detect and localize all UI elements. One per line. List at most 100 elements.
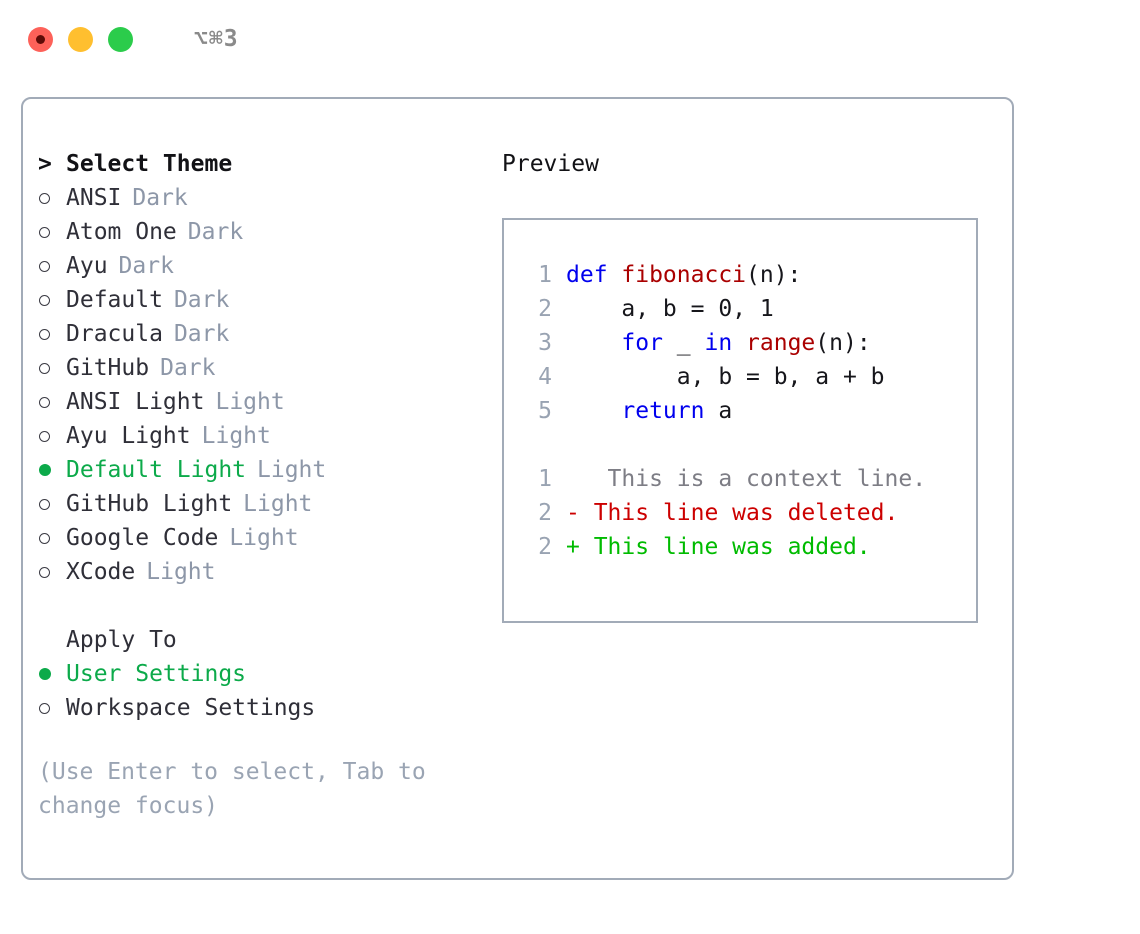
maximize-button[interactable] (108, 26, 133, 52)
diff-sample: 1 This is a context line. 2- This line wa… (518, 462, 976, 564)
radio-selected-icon[interactable] (38, 464, 66, 476)
radio-glyph (39, 702, 50, 714)
radio-unselected-icon[interactable] (38, 566, 66, 578)
code-token-plain: (n): (815, 330, 871, 356)
theme-option-label: Default (66, 287, 163, 313)
code-line-number: 1 (538, 262, 552, 288)
code-line: 3 for _ in range(n): (518, 326, 976, 360)
code-token-keyword: def (566, 262, 622, 288)
code-line-content: return a (566, 394, 732, 428)
code-token-keyword: return (621, 398, 705, 424)
code-line: 1 def fibonacci(n): (518, 258, 976, 292)
radio-unselected-icon[interactable] (38, 226, 66, 238)
theme-option-label: Ayu Light (66, 423, 191, 449)
preview-title: Preview (502, 151, 599, 177)
theme-option-label: XCode (66, 559, 136, 585)
code-token-plain: a, b = b, a + b (566, 364, 885, 390)
code-line-content: for _ in range(n): (566, 326, 871, 360)
radio-glyph (39, 226, 50, 238)
diff-line-deleted: 2- This line was deleted. (518, 496, 976, 530)
prompt-marker-icon: > (38, 151, 52, 177)
theme-option-ansi[interactable]: ANSI Dark (38, 181, 478, 215)
select-theme-heading: > Select Theme (38, 147, 478, 181)
radio-glyph (39, 566, 50, 578)
code-line: 4 a, b = b, a + b (518, 360, 976, 394)
radio-unselected-icon[interactable] (38, 498, 66, 510)
theme-option-label: ANSI (66, 185, 122, 211)
code-token-plain: (n): (746, 262, 802, 288)
theme-option-badge: Dark (118, 253, 174, 279)
radio-unselected-icon[interactable] (38, 702, 66, 714)
code-line-number: 2 (538, 296, 552, 322)
theme-option-ayu-light[interactable]: Ayu Light Light (38, 419, 478, 453)
diff-sign: - (566, 500, 580, 526)
code-line-content: def fibonacci(n): (566, 258, 801, 292)
code-line: 5 return a (518, 394, 976, 428)
radio-glyph (39, 192, 50, 204)
apply-to-heading: Apply To (38, 623, 478, 657)
minimize-button[interactable] (68, 26, 93, 52)
code-token-keyword: in (704, 330, 733, 356)
code-token-plain: a (704, 398, 733, 424)
theme-option-label: ANSI Light (66, 389, 205, 415)
apply-to-option-user-settings[interactable]: User Settings (38, 657, 478, 691)
radio-selected-icon[interactable] (38, 668, 66, 680)
code-line-number: 4 (538, 364, 552, 390)
theme-option-badge: Light (257, 457, 327, 483)
radio-unselected-icon[interactable] (38, 396, 66, 408)
radio-unselected-icon[interactable] (38, 532, 66, 544)
radio-glyph (39, 532, 50, 544)
theme-option-badge: Dark (132, 185, 188, 211)
window-titlebar: ⌥⌘3 (0, 0, 1140, 78)
theme-option-label: Dracula (66, 321, 163, 347)
theme-option-label: Google Code (66, 525, 219, 551)
close-button-indicator (36, 34, 45, 44)
diff-line-number: 2 (538, 500, 552, 526)
apply-to-heading-label: Apply To (66, 627, 177, 653)
diff-line-text: This line was deleted. (579, 500, 899, 526)
theme-option-badge: Light (201, 423, 271, 449)
radio-unselected-icon[interactable] (38, 430, 66, 442)
radio-unselected-icon[interactable] (38, 192, 66, 204)
diff-line-number: 1 (538, 466, 552, 492)
close-button[interactable] (28, 26, 53, 52)
code-token-plain: a, b = 0, 1 (566, 296, 774, 322)
radio-unselected-icon[interactable] (38, 362, 66, 374)
diff-line-text: This line was added. (579, 534, 871, 560)
radio-unselected-icon[interactable] (38, 328, 66, 340)
theme-option-badge: Light (229, 525, 299, 551)
theme-option-label: GitHub (66, 355, 150, 381)
code-token-function: fibonacci (621, 262, 747, 288)
theme-option-label: GitHub Light (66, 491, 233, 517)
keyboard-shortcut-label: ⌥⌘3 (194, 26, 239, 52)
radio-glyph (39, 328, 50, 340)
code-line-number: 5 (538, 398, 552, 424)
radio-glyph (39, 294, 50, 306)
code-line-content: a, b = b, a + b (566, 360, 885, 394)
radio-unselected-icon[interactable] (38, 294, 66, 306)
radio-glyph (39, 260, 50, 272)
theme-option-ayu[interactable]: Ayu Dark (38, 249, 478, 283)
diff-line-text: This is a context line. (579, 466, 927, 492)
apply-to-option-workspace-settings[interactable]: Workspace Settings (38, 691, 478, 725)
diff-line-added: 2+ This line was added. (518, 530, 976, 564)
theme-option-label: Ayu (66, 253, 108, 279)
radio-unselected-icon[interactable] (38, 260, 66, 272)
theme-option-google-code[interactable]: Google Code Light (38, 521, 478, 555)
code-token-function: range (746, 330, 816, 356)
select-theme-heading-label: Select Theme (66, 151, 233, 177)
